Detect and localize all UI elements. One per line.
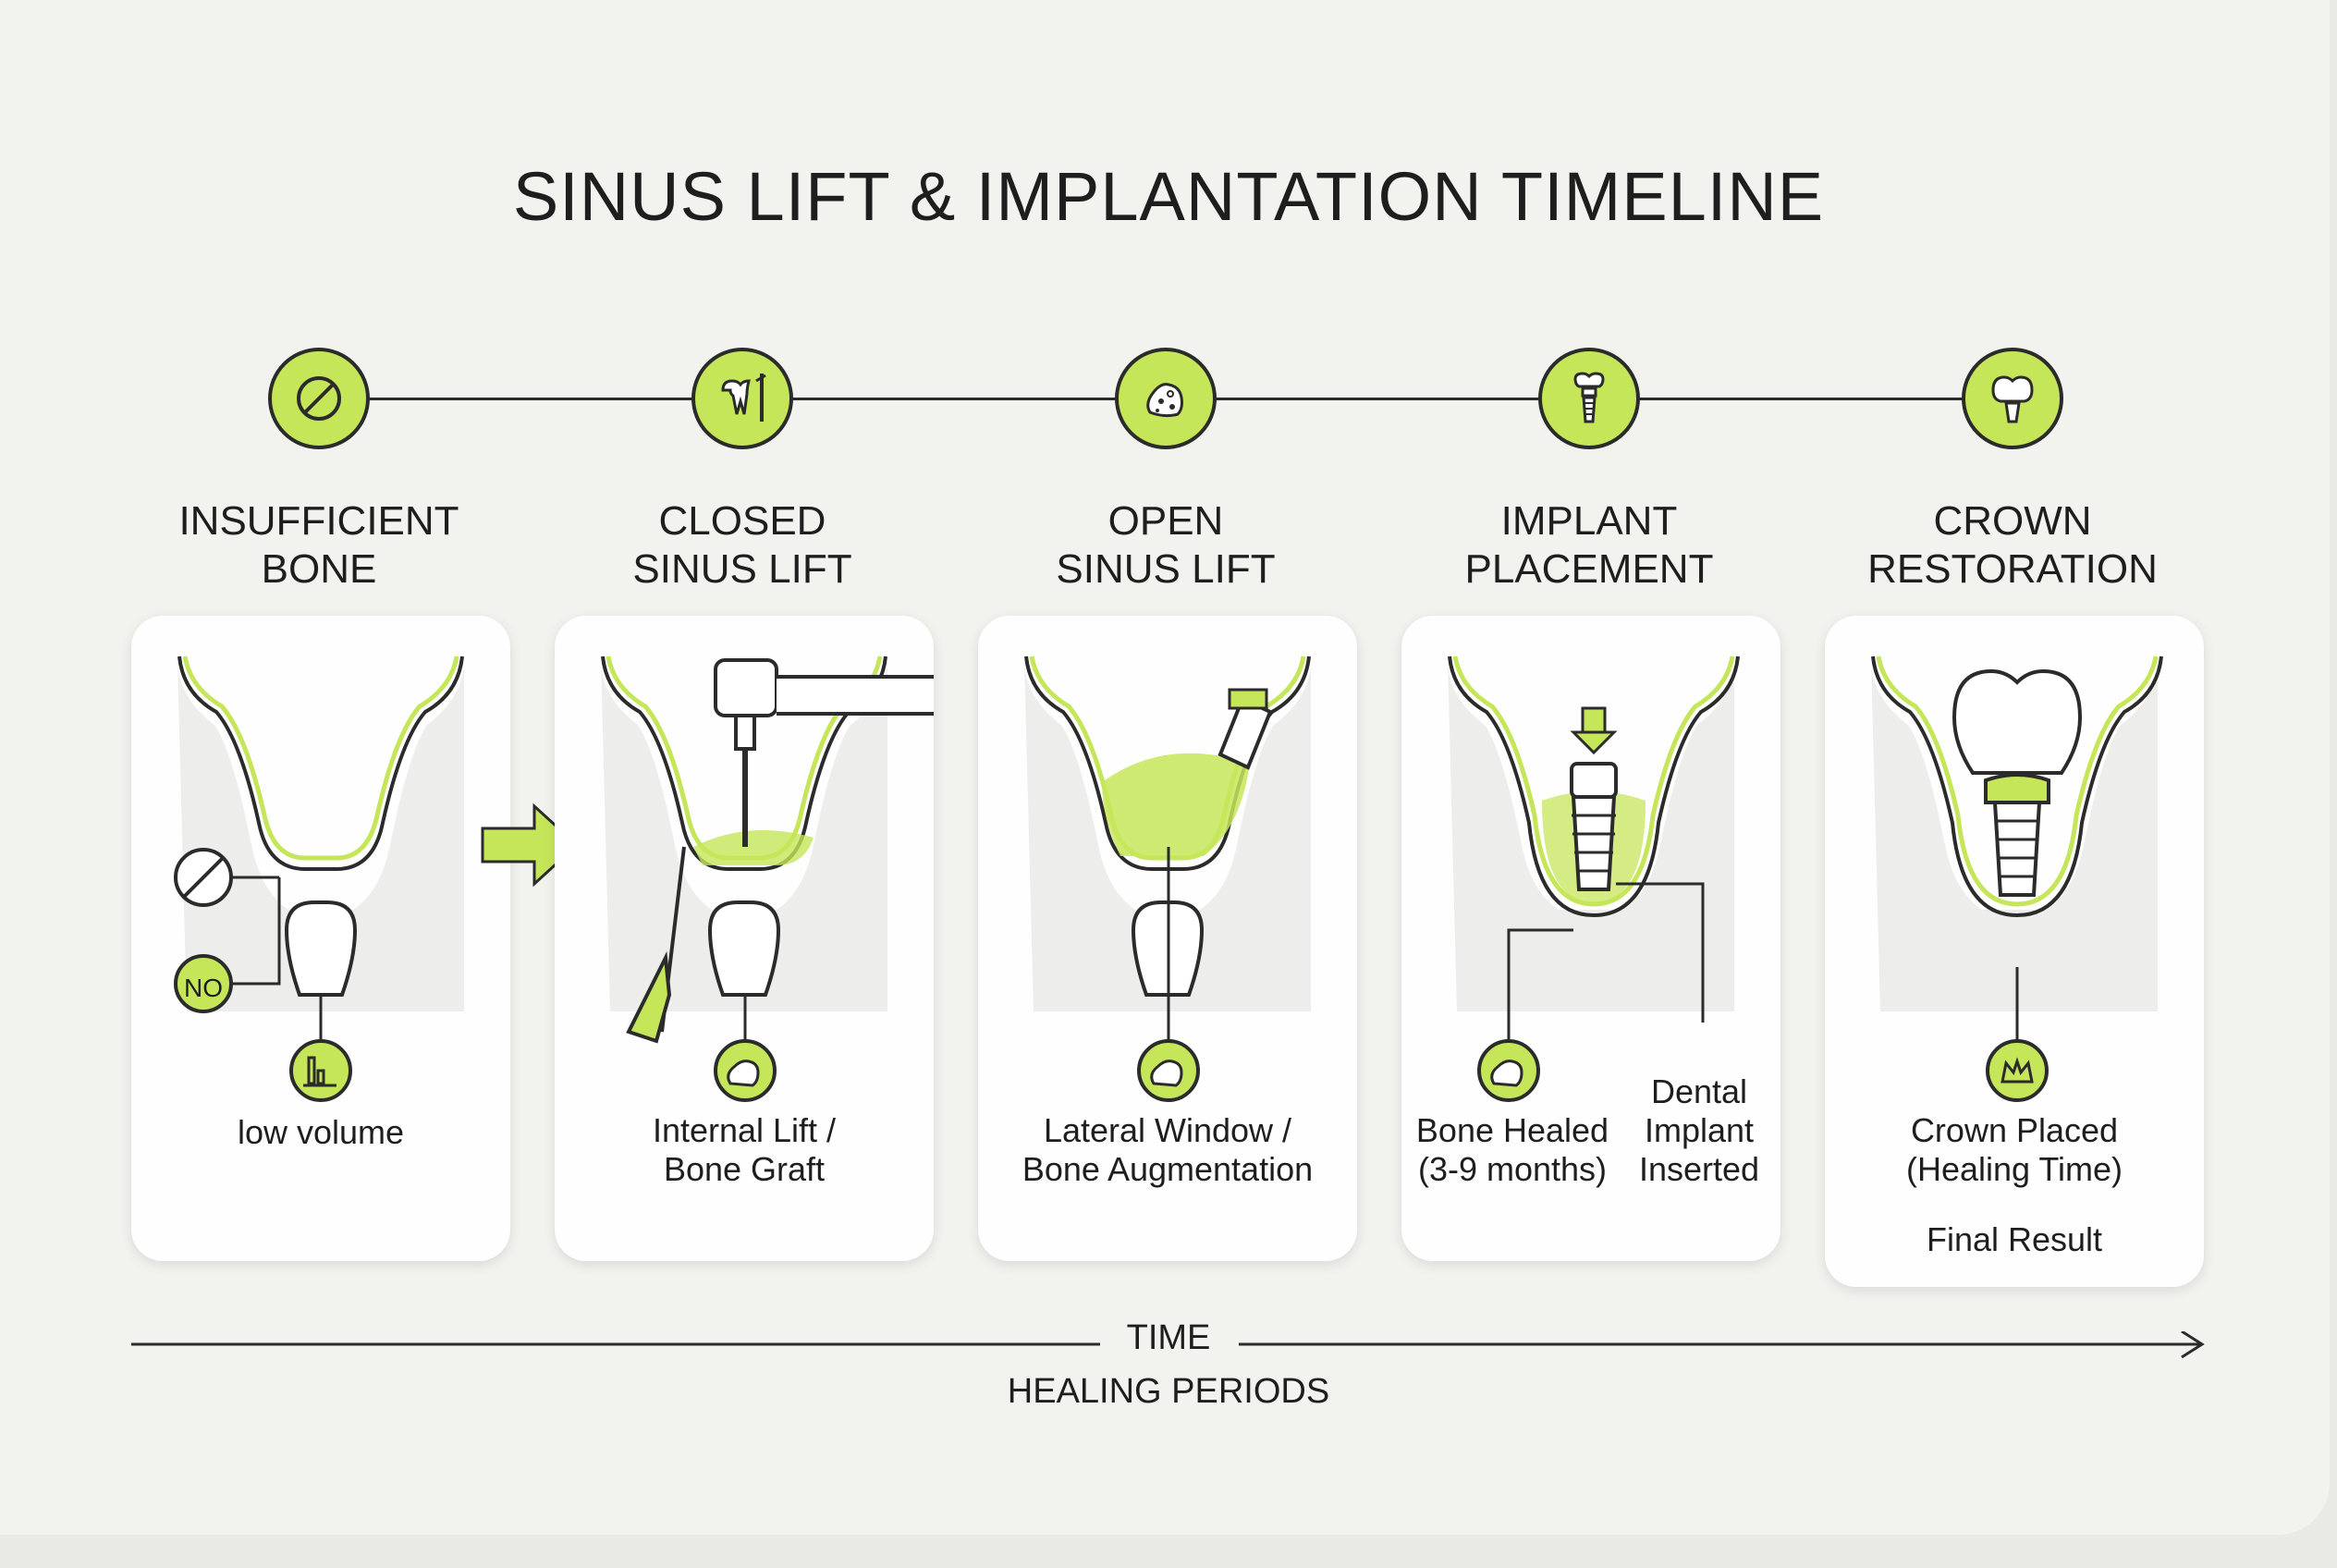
axis-label-time: TIME [1126,1318,1211,1357]
crown-tooth-icon [1962,348,2063,449]
card-insufficient-bone: NO low volume [131,616,510,1261]
caption-lateral-window: Lateral Window /Bone Augmentation [1022,1111,1314,1188]
page-title: SINUS LIFT & IMPLANTATION TIMELINE [512,158,1825,235]
sinus-illustration-insufficient [174,655,464,1102]
caption-internal-lift: Internal Lift /Bone Graft [652,1111,837,1188]
caption-crown-placed: Crown Placed(Healing Time) [1905,1111,2123,1188]
card-closed-sinus-lift: Internal Lift /Bone Graft [555,616,934,1261]
caption-bone-healed: Bone Healed(3-9 months) [1415,1111,1609,1188]
axis-label-healing-periods: HEALING PERIODS [1007,1372,1330,1411]
sinus-illustration-closed [601,655,934,1102]
time-axis-arrow [131,1331,2205,1359]
bone-graft-icon [1115,348,1217,449]
card-crown-restoration: Crown Placed(Healing Time) Final Result [1825,616,2204,1287]
caption-low-volume: low volume [237,1113,405,1151]
sinus-illustration-crown [1871,655,2163,1102]
prohibited-icon [268,348,370,449]
card-open-sinus-lift: Lateral Window /Bone Augmentation [978,616,1357,1261]
sinus-illustration-implant [1448,655,1740,1102]
no-badge: NO [184,974,223,1002]
sinus-illustration-open [1024,655,1311,1102]
implant-icon [1538,348,1640,449]
tooth-drill-icon [691,348,793,449]
caption-final-result: Final Result [1926,1220,2103,1258]
